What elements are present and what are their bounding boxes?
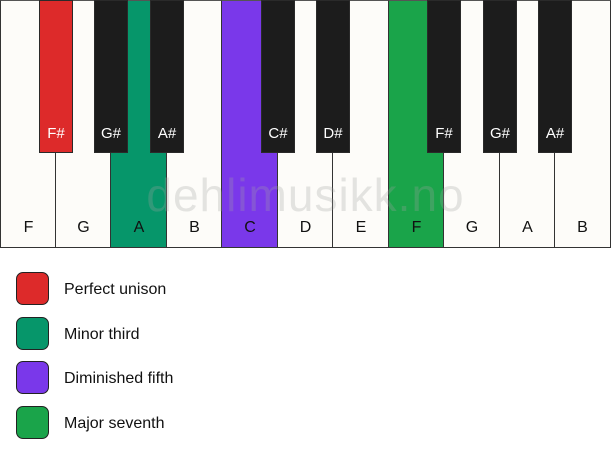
black-key-a-sharp: A# (150, 0, 184, 153)
key-label: C# (268, 125, 288, 142)
key-label: D# (323, 125, 343, 142)
swatch-diminished-fifth (16, 361, 49, 394)
key-label: A# (545, 125, 565, 142)
white-key-c-highlight: C (221, 0, 279, 248)
legend-label: Perfect unison (64, 281, 167, 298)
key-label: F# (435, 125, 453, 142)
legend-label: Diminished fifth (64, 370, 174, 387)
key-label: F (23, 219, 34, 236)
key-label: B (577, 219, 588, 236)
key-label: A (133, 219, 145, 236)
key-label: A (522, 219, 533, 236)
swatch-minor-third (16, 316, 49, 350)
swatch-major-seventh (16, 405, 49, 439)
key-label: G# (489, 125, 510, 142)
legend-label: Major seventh (64, 414, 165, 432)
piano-keyboard: F G A B C D E F G A B dehlimusikk.no F# … (0, 0, 611, 248)
black-key-c-sharp: C# (261, 0, 295, 153)
key-label: F (411, 219, 422, 236)
key-label: G# (100, 125, 121, 142)
black-key-g-sharp: G# (483, 0, 517, 153)
key-label: B (189, 219, 200, 236)
black-key-f-sharp: F# (427, 0, 461, 153)
black-key-f-sharp-highlight: F# (39, 0, 73, 153)
key-label: A# (157, 125, 177, 142)
swatch-perfect-unison (16, 272, 49, 305)
black-key-d-sharp: D# (316, 0, 350, 153)
key-label: G (77, 219, 90, 236)
key-label: E (355, 219, 367, 236)
black-key-g-sharp: G# (94, 0, 128, 153)
legend-label: Minor third (64, 325, 140, 343)
key-label: C (244, 219, 256, 236)
key-label: G (465, 219, 479, 236)
key-label: F# (47, 125, 65, 142)
key-label: D (299, 219, 312, 236)
black-key-a-sharp: A# (538, 0, 572, 153)
